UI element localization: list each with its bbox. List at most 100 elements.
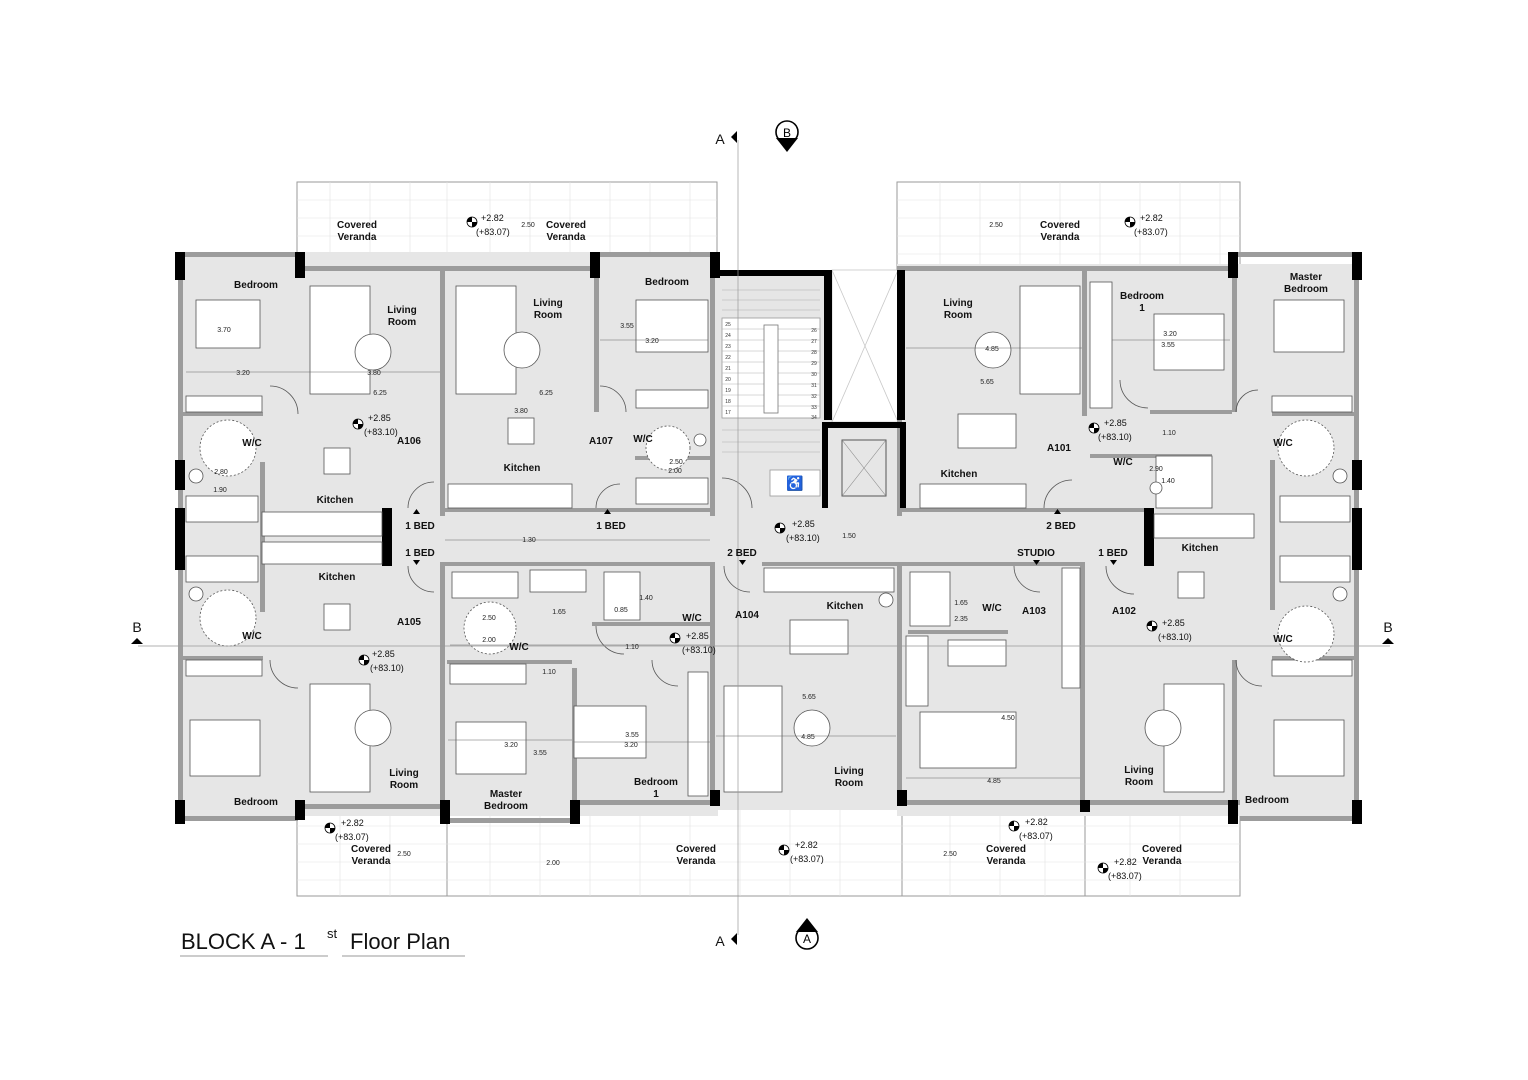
- coffee-table-icon: [503, 331, 541, 369]
- kitchen-counter: [919, 483, 1027, 509]
- svg-text:+2.85: +2.85: [1162, 618, 1185, 628]
- svg-text:(+83.07): (+83.07): [790, 854, 824, 864]
- stair-step-label: 33: [811, 405, 817, 411]
- coffee-table-icon: [354, 709, 392, 747]
- room-label: Room: [388, 317, 416, 328]
- svg-text:+2.82: +2.82: [341, 818, 364, 828]
- bed-icon: [573, 705, 647, 759]
- wc-turning-circle: [1277, 605, 1335, 663]
- section-marker-a-top: A: [715, 131, 725, 147]
- veranda-label: Covered: [676, 844, 716, 855]
- dimension-label: 1.50: [842, 533, 856, 540]
- elevation-marker-label: B: [783, 126, 791, 140]
- level-marker: +2.85 (+83.10): [1146, 618, 1192, 642]
- veranda-label: Covered: [1142, 844, 1182, 855]
- room-label: Bedroom: [234, 280, 278, 291]
- level-marker: +2.85 (+83.10): [1088, 418, 1132, 442]
- kitchen-counter: [1061, 567, 1081, 689]
- dimension-label: 3.80: [367, 370, 381, 377]
- wardrobe: [185, 395, 263, 413]
- stair-step-label: 20: [725, 377, 731, 383]
- dimension-label: 2.50: [482, 615, 496, 622]
- room-label: Bedroom: [1120, 291, 1164, 302]
- stair-step-label: 26: [811, 328, 817, 334]
- dimension-label: 5.65: [980, 379, 994, 386]
- room-label: Living: [834, 766, 863, 777]
- void-cross: [831, 269, 899, 423]
- dimension-label: 3.70: [217, 327, 231, 334]
- unit-type: 2 BED: [1046, 521, 1075, 532]
- toilet-icon: [188, 468, 204, 484]
- wardrobe: [1271, 659, 1353, 677]
- room-label: W/C: [982, 603, 1001, 614]
- svg-text:+2.82: +2.82: [795, 840, 818, 850]
- verandas: [296, 181, 1241, 897]
- stair-step-label: 28: [811, 350, 817, 356]
- room-label: Kitchen: [827, 601, 864, 612]
- svg-text:(+83.10): (+83.10): [1098, 432, 1132, 442]
- room-label: Bedroom: [234, 797, 278, 808]
- unit-type: 1 BED: [405, 548, 434, 559]
- bed-icon: [1153, 313, 1225, 371]
- dimension-label: 3.55: [1161, 342, 1175, 349]
- stair-step-label: 29: [811, 361, 817, 367]
- dimension-label: 1.10: [542, 669, 556, 676]
- svg-text:(+83.07): (+83.07): [1134, 227, 1168, 237]
- toilet-icon: [1332, 586, 1348, 602]
- room-label: Master: [490, 789, 522, 800]
- room-label: Master: [1290, 272, 1322, 283]
- dimension-label: 1.65: [552, 609, 566, 616]
- drawing-title: BLOCK A - 1 st Floor Plan: [180, 926, 465, 957]
- door-swings: [269, 379, 1263, 689]
- sofa-icon: [1019, 285, 1081, 395]
- dimension-label: 4.85: [987, 778, 1001, 785]
- dimension-label: 2.90: [1149, 466, 1163, 473]
- dimension-label: 1.40: [639, 595, 653, 602]
- unit-type: 1 BED: [596, 521, 625, 532]
- shower-icon: [909, 571, 951, 627]
- coffee-table-icon: [1144, 709, 1182, 747]
- sofa-icon: [723, 685, 783, 793]
- level-marker: +2.85 (+83.10): [352, 413, 398, 437]
- coffee-table-icon: [354, 333, 392, 371]
- title-rest: Floor Plan: [350, 929, 450, 954]
- sofa-icon: [455, 285, 517, 395]
- shower-icon: [1155, 455, 1213, 509]
- dining-table-icon: [1177, 571, 1205, 599]
- section-arrow-icon: [1382, 638, 1394, 644]
- room-label: 1: [1139, 303, 1145, 314]
- stair-step-label: 17: [725, 410, 731, 416]
- wardrobe: [185, 659, 263, 677]
- toilet-icon: [693, 433, 707, 447]
- toilet-icon: [878, 592, 894, 608]
- columns: [175, 252, 1362, 824]
- svg-text:(+83.10): (+83.10): [786, 533, 820, 543]
- svg-text:+2.85: +2.85: [368, 413, 391, 423]
- level-marker: +2.82 (+83.07): [778, 840, 824, 864]
- toilet-icon: [1332, 468, 1348, 484]
- bathtub-icon: [451, 571, 519, 599]
- veranda-label: Veranda: [547, 232, 586, 243]
- level-marker: +2.82 (+83.07): [466, 213, 510, 237]
- level-marker: +2.82 (+83.07): [1008, 817, 1053, 841]
- svg-text:(+83.10): (+83.10): [370, 663, 404, 673]
- wc-turning-circle: [645, 425, 691, 471]
- room-label: Kitchen: [317, 495, 354, 506]
- section-marker-b-left: B: [132, 619, 141, 635]
- veranda-bottom-right-1: [901, 807, 1086, 897]
- veranda-label: Veranda: [987, 856, 1026, 867]
- room-label: Bedroom: [645, 277, 689, 288]
- dimension-label: 1.30: [522, 537, 536, 544]
- svg-text:+2.85: +2.85: [1104, 418, 1127, 428]
- svg-text:(+83.07): (+83.07): [1108, 871, 1142, 881]
- veranda-bottom-right-2: [1084, 807, 1241, 897]
- level-marker: +2.85 (+83.10): [774, 519, 820, 543]
- furniture: [185, 281, 1353, 797]
- room-label: Room: [1125, 777, 1153, 788]
- room-label: W/C: [1273, 634, 1292, 645]
- room-label: Living: [389, 768, 418, 779]
- unit-id: A102: [1112, 606, 1136, 617]
- wardrobe: [905, 635, 929, 707]
- dimension-label: 3.20: [504, 742, 518, 749]
- room-label: Bedroom: [484, 801, 528, 812]
